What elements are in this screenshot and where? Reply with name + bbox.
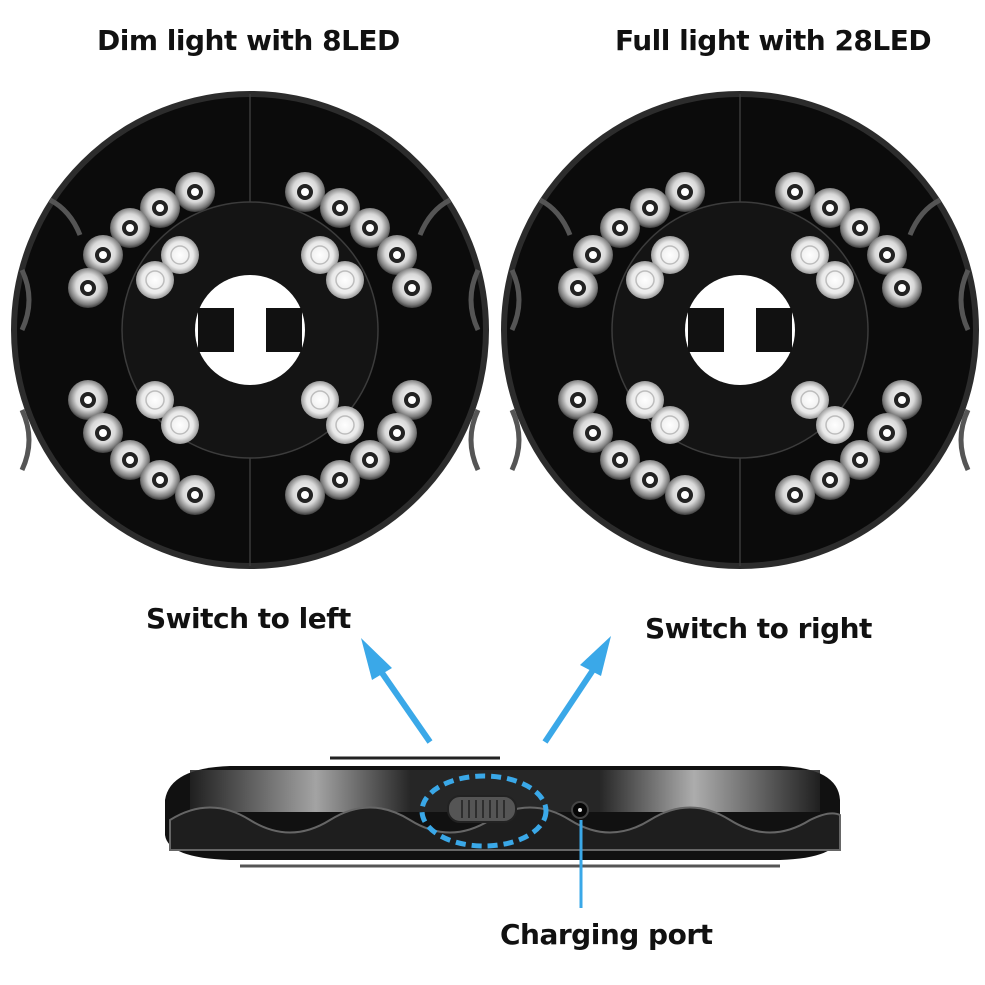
lamp-full-28led — [504, 94, 976, 566]
slide-switch — [447, 795, 517, 823]
arrow-right-icon — [542, 636, 611, 744]
lamp-dim-8led — [14, 94, 486, 566]
title-full-light: Full light with 28LED — [615, 24, 932, 57]
arrow-left-icon — [361, 638, 433, 744]
callout-switch-left: Switch to left — [146, 602, 351, 635]
callout-switch-right: Switch to right — [645, 612, 872, 645]
switch-highlight — [419, 773, 549, 849]
device-side-view — [165, 756, 841, 908]
callout-charging-port: Charging port — [500, 918, 713, 951]
title-dim-light: Dim light with 8LED — [97, 24, 400, 57]
